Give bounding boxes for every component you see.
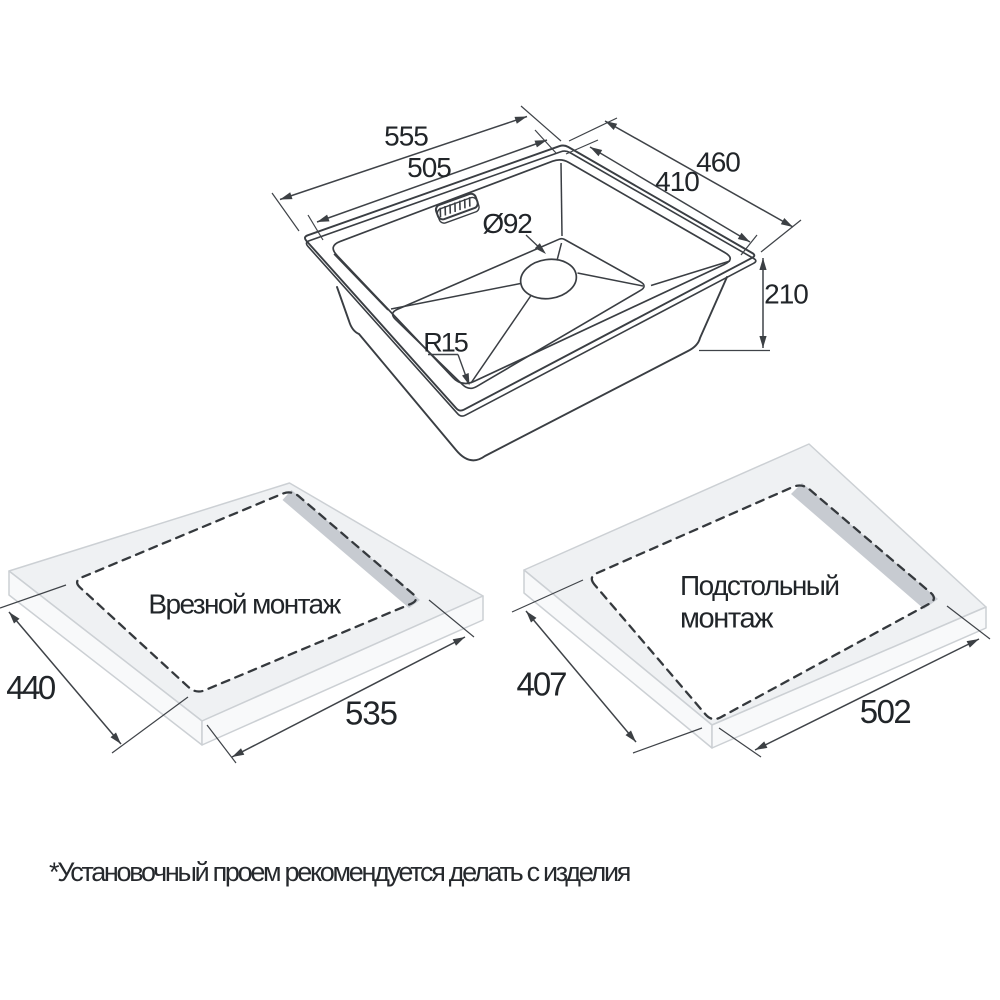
- svg-text:440: 440: [6, 669, 56, 706]
- svg-text:Подстольный: Подстольный: [680, 570, 839, 601]
- svg-text:Врезной монтаж: Врезной монтаж: [148, 589, 341, 620]
- svg-text:210: 210: [764, 279, 808, 310]
- svg-text:535: 535: [345, 695, 397, 732]
- svg-text:410: 410: [655, 166, 699, 197]
- svg-text:Ø92: Ø92: [482, 208, 532, 239]
- svg-text:505: 505: [407, 152, 451, 183]
- svg-text:R15: R15: [423, 328, 468, 358]
- svg-text:*Установочный проем рекомендуе: *Установочный проем рекомендуется делать…: [49, 857, 630, 887]
- svg-text:555: 555: [384, 121, 428, 152]
- svg-text:407: 407: [516, 666, 566, 703]
- svg-text:монтаж: монтаж: [680, 603, 774, 635]
- svg-text:460: 460: [696, 147, 740, 178]
- svg-text:502: 502: [860, 693, 911, 730]
